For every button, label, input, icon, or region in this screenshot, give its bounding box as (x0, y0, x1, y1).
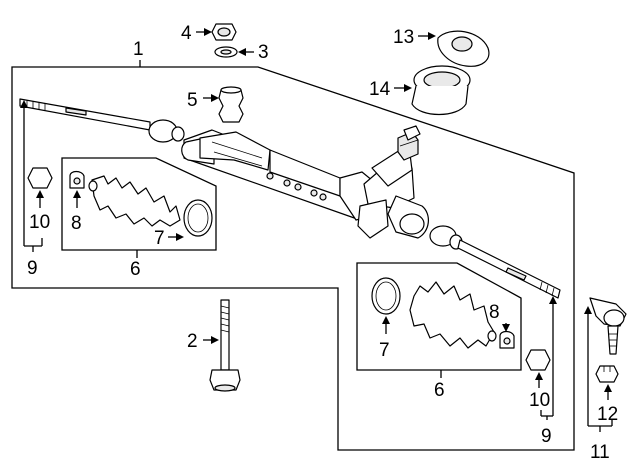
callout-2[interactable]: 2 (187, 331, 198, 352)
callout-3[interactable]: 3 (258, 42, 269, 63)
part-boot-clamp-right (371, 277, 401, 315)
callout-4[interactable]: 4 (181, 23, 192, 44)
callout-5[interactable]: 5 (187, 90, 198, 111)
callout-10-right[interactable]: 10 (529, 390, 550, 411)
part-jam-nut-right (525, 349, 551, 371)
part-rack-housing (181, 125, 429, 239)
part-outer-tie-rod-end (589, 297, 627, 355)
callout-8-right[interactable]: 8 (489, 302, 500, 323)
callout-12[interactable]: 12 (597, 404, 618, 425)
boot-kit-box-right (356, 262, 522, 371)
part-clamp-left (69, 170, 85, 189)
part-boot-left (88, 175, 181, 227)
callout-9-right[interactable]: 9 (541, 426, 552, 447)
callout-7-left[interactable]: 7 (154, 228, 165, 249)
callout-9-left[interactable]: 9 (27, 258, 38, 279)
part-mount-cover (437, 30, 490, 67)
part-inner-tie-rod-left (19, 98, 185, 143)
part-nut (211, 23, 237, 41)
callout-7-right[interactable]: 7 (379, 340, 390, 361)
callout-13[interactable]: 13 (393, 27, 414, 48)
part-grommet (411, 65, 471, 115)
part-clamp-right (499, 330, 515, 349)
callout-14[interactable]: 14 (369, 79, 391, 100)
part-washer (214, 46, 238, 58)
boot-kit-box-left (61, 157, 217, 251)
part-boot-right (409, 281, 497, 349)
assembly-outline (11, 66, 575, 451)
callout-1[interactable]: 1 (133, 39, 144, 60)
part-jam-nut-left (27, 167, 53, 189)
part-bolt (209, 299, 241, 392)
callout-6-right[interactable]: 6 (434, 380, 445, 401)
part-inner-tie-rod-right (429, 225, 561, 299)
part-castle-nut (595, 365, 619, 383)
callout-8-left[interactable]: 8 (71, 213, 82, 234)
callout-6-left[interactable]: 6 (130, 259, 141, 280)
part-boot-clamp-left (183, 199, 213, 237)
callout-10-left[interactable]: 10 (29, 212, 50, 233)
part-bushing (218, 86, 244, 123)
callout-11[interactable]: 11 (590, 442, 610, 463)
